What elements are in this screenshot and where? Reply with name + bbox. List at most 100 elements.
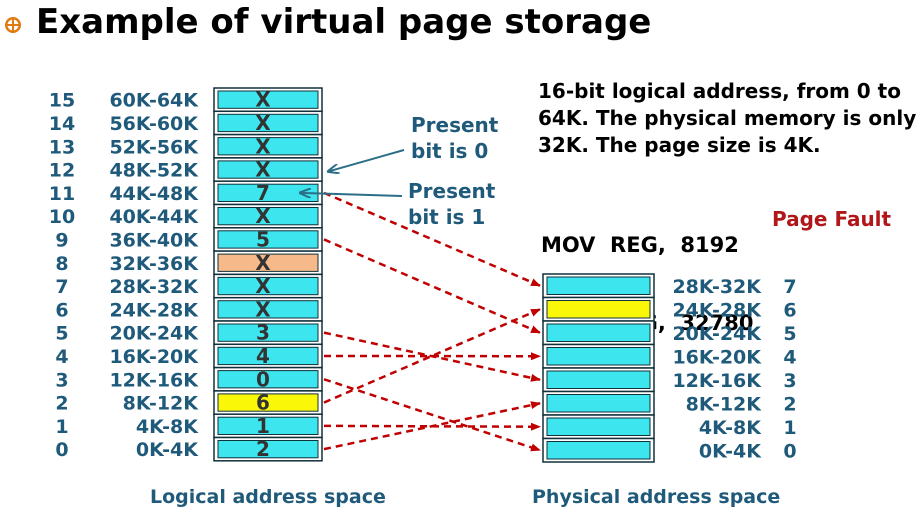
logical-range-label: 56K-60K (109, 113, 199, 135)
physical-cell-fill (546, 417, 651, 436)
logical-cell-fill (217, 416, 319, 436)
logical-cell-fill (217, 276, 319, 296)
physical-cell-fill (546, 441, 651, 460)
mapping-arrow (323, 191, 541, 287)
logical-range-label: 60K-64K (109, 90, 199, 112)
logical-range-label: 40K-44K (109, 206, 199, 228)
physical-frame-number: 6 (783, 299, 796, 321)
logical-frame-entry: X (255, 111, 271, 135)
logical-page-number: 13 (49, 136, 75, 158)
logical-frame-entry: X (255, 88, 271, 112)
logical-range-label: 24K-28K (109, 299, 199, 321)
slide-title: Example of virtual page storage (36, 2, 652, 42)
present-bit-1-label: Present bit is 1 (408, 178, 495, 230)
bullet-icon (5, 17, 21, 33)
logical-cell-fill (217, 323, 319, 342)
logical-page-number: 15 (49, 90, 75, 112)
present-bit-0-pointer (328, 149, 405, 172)
logical-cell-fill (217, 370, 319, 389)
logical-page-number: 12 (49, 160, 75, 182)
logical-frame-entry: 7 (256, 181, 270, 205)
logical-page-number: 9 (55, 229, 68, 251)
physical-cell-fill (546, 394, 651, 413)
logical-frame-entry: X (255, 134, 271, 158)
present-bit-1-line1: Present (408, 179, 496, 203)
logical-cell-fill (217, 207, 319, 226)
mapping-arrow (323, 238, 541, 334)
physical-range-label: 16K-20K (672, 346, 762, 368)
physical-range-label: 12K-16K (672, 370, 762, 392)
logical-page-number: 10 (49, 206, 75, 228)
physical-frame-number: 7 (783, 276, 796, 298)
physical-frame-number: 0 (783, 440, 796, 462)
page-fault-label: Page Fault (772, 207, 892, 231)
logical-cell-fill (217, 137, 319, 156)
mapping-arrow (323, 308, 541, 404)
logical-range-label: 20K-24K (109, 323, 199, 345)
logical-cell-fill (217, 393, 319, 412)
logical-frame-entry: 1 (256, 414, 270, 438)
physical-cell-fill (546, 300, 651, 319)
logical-range-label: 48K-52K (109, 160, 199, 182)
mapping-arrow (323, 401, 541, 451)
logical-cell-fill (217, 440, 319, 459)
logical-cell-fill (217, 230, 319, 249)
logical-range-label: 44K-48K (109, 183, 199, 205)
logical-page-number: 4 (55, 346, 68, 368)
physical-frame-number: 5 (783, 323, 796, 345)
logical-frame-entry: X (255, 251, 271, 275)
logical-cell-fill (217, 346, 319, 366)
logical-page-number: 8 (55, 253, 68, 275)
logical-page-number: 6 (55, 299, 68, 321)
logical-cell-fill (217, 300, 319, 319)
logical-page-number: 1 (55, 416, 68, 438)
description-text: 16-bit logical address, from 0 to 64K. T… (538, 78, 916, 159)
logical-frame-entry: 2 (256, 437, 270, 461)
logical-range-label: 36K-40K (109, 229, 199, 251)
physical-space-caption: Physical address space (532, 486, 781, 508)
physical-frame-number: 2 (783, 393, 796, 415)
present-bit-1-line2: bit is 1 (408, 205, 486, 229)
physical-cell-fill (546, 370, 651, 389)
present-bit-1-pointer (300, 193, 403, 196)
logical-range-label: 12K-16K (109, 369, 199, 391)
description-line: 16-bit logical address, from 0 to (538, 79, 901, 103)
logical-range-label: 52K-56K (109, 136, 199, 158)
logical-page-number: 3 (55, 369, 68, 391)
logical-page-number: 2 (55, 393, 68, 415)
logical-frame-entry: 4 (256, 344, 270, 368)
physical-range-label: 20K-24K (672, 323, 762, 345)
logical-range-label: 4K-8K (136, 416, 199, 438)
physical-cell-fill (546, 276, 651, 295)
logical-range-label: 8K-12K (123, 393, 200, 415)
logical-range-label: 16K-20K (109, 346, 199, 368)
logical-page-number: 5 (55, 323, 68, 345)
logical-frame-entry: X (255, 297, 271, 321)
present-bit-0-line1: Present (411, 113, 499, 137)
physical-cell-fill (546, 323, 651, 342)
physical-range-label: 24K-28K (672, 299, 762, 321)
mapping-arrow (323, 378, 541, 452)
logical-range-label: 0K-4K (136, 439, 199, 461)
logical-page-number: 11 (49, 183, 75, 205)
physical-range-label: 4K-8K (699, 417, 762, 439)
logical-frame-entry: 0 (256, 367, 270, 391)
logical-frame-entry: X (255, 204, 271, 228)
logical-frame-entry: X (255, 158, 271, 182)
logical-frame-entry: 5 (256, 227, 270, 251)
logical-frame-entry: 3 (256, 321, 270, 345)
logical-frame-entry: 6 (256, 391, 270, 415)
logical-cell-fill (217, 253, 319, 272)
logical-page-number: 7 (55, 276, 68, 298)
present-bit-0-line2: bit is 0 (411, 139, 489, 163)
logical-range-label: 32K-36K (109, 253, 199, 275)
description-line: 32K. The page size is 4K. (538, 133, 821, 157)
physical-frame-number: 4 (783, 346, 796, 368)
physical-range-label: 0K-4K (699, 440, 762, 462)
physical-cell-fill (546, 347, 651, 366)
logical-cell-fill (217, 160, 319, 179)
logical-cell-fill (217, 113, 319, 133)
logical-space-caption: Logical address space (150, 486, 386, 508)
